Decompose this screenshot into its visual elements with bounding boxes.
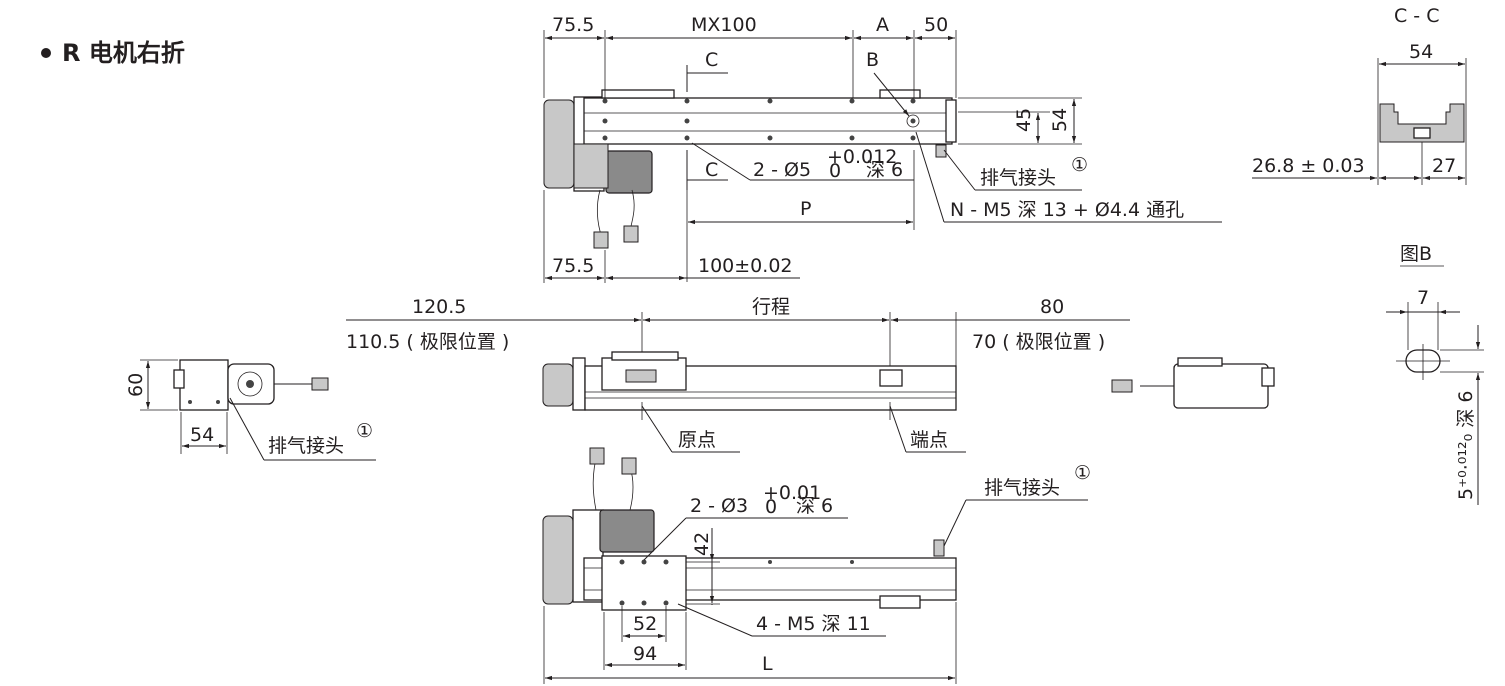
cc-dim-26-8: 26.8 ± 0.03: [1252, 155, 1365, 177]
section-mark-c-bottom: C: [705, 159, 718, 181]
bottom-view: 2 - Ø3 +0.01 0 深 6 排气接头 ① 42 52 94 4 - M…: [542, 447, 1091, 684]
hole-spec-5-tol-zero: 0: [829, 160, 841, 182]
dim-45: 45: [1013, 108, 1035, 132]
exhaust-label-bottom: 排气接头: [984, 477, 1060, 499]
figb-title: 图B: [1400, 243, 1432, 265]
dim-70: 70 ( 极限位置 ): [972, 331, 1105, 353]
folded-motor-top: [605, 150, 653, 194]
figb-depth: 5⁺⁰·⁰¹²₀ 深 6: [1455, 391, 1477, 500]
dim-120-5: 120.5: [412, 296, 466, 318]
dim-110-5: 110.5 ( 极限位置 ): [346, 331, 509, 353]
hole-spec-3-tol-plus: +0.01: [763, 482, 821, 504]
section-mark-c-top: C: [705, 49, 718, 71]
exhaust-label-top: 排气接头: [980, 167, 1056, 189]
exhaust-top-circled-one: ①: [1071, 154, 1088, 176]
exhaust-left-circled-one: ①: [356, 420, 373, 442]
label-origin: 原点: [678, 429, 716, 451]
exhaust-label-left: 排气接头: [268, 435, 344, 457]
page-title: R 电机右折: [62, 39, 185, 67]
figb-dim-7: 7: [1417, 287, 1429, 309]
label-b: B: [866, 49, 879, 71]
hole-spec-5-prefix: 2 - Ø5: [753, 159, 811, 181]
dim-42: 42: [691, 532, 713, 556]
dim-p: P: [800, 198, 811, 220]
hole-spec-3-suffix: 深 6: [796, 495, 833, 517]
m5-11-spec: 4 - M5 深 11: [756, 613, 871, 635]
dim-stroke: 行程: [752, 296, 790, 318]
dim-52: 52: [633, 613, 657, 635]
side-view: 120.5 110.5 ( 极限位置 ) 行程 80 70 ( 极限位置 ) 原…: [346, 296, 1130, 453]
n-m5-spec: N - M5 深 13 + Ø4.4 通孔: [950, 199, 1184, 221]
title-bullet: [41, 48, 51, 58]
dim-100: 100±0.02: [698, 255, 793, 277]
dim-54-side: 54: [1049, 108, 1071, 132]
dim-a: A: [876, 14, 889, 36]
label-end-point: 端点: [910, 429, 948, 451]
exhaust-fitting-top: [935, 144, 947, 158]
section-cc-title: C - C: [1394, 5, 1439, 27]
cc-profile: [1379, 103, 1465, 143]
end-dim-60: 60: [125, 373, 147, 397]
figure-b: 图B 7 5⁺⁰·⁰¹²₀ 深 6: [1386, 243, 1484, 505]
hole-spec-5-tol-plus: +0.012: [827, 146, 897, 168]
hole-spec-3-prefix: 2 - Ø3: [690, 495, 748, 517]
left-end-view: 60 54 排气接头 ①: [125, 359, 376, 461]
hole-spec-3-tol-zero: 0: [765, 496, 777, 518]
motor-body-top: [543, 99, 575, 189]
actuator-body-top: [583, 97, 953, 145]
cc-dim-54: 54: [1409, 41, 1433, 63]
end-dim-54: 54: [190, 424, 214, 446]
dim-75-5-bottom: 75.5: [552, 255, 594, 277]
dim-75-5-top: 75.5: [552, 14, 594, 36]
dim-80: 80: [1040, 296, 1064, 318]
exhaust-bottom-circled-one: ①: [1074, 462, 1091, 484]
top-view: [543, 89, 957, 249]
dim-l: L: [762, 653, 773, 675]
end-cap-top: [945, 99, 957, 143]
cc-dim-27: 27: [1432, 155, 1456, 177]
hole-spec-5-suffix: 深 6: [866, 159, 903, 181]
dim-mx100: MX100: [691, 14, 757, 36]
right-end-view: [1111, 357, 1275, 409]
dim-50: 50: [924, 14, 948, 36]
dim-94: 94: [633, 643, 657, 665]
top-dimensions: 75.5 MX100 A 50 C B 45 54 C 2 - Ø5 +0.01…: [543, 14, 1222, 283]
section-cc: C - C 54 26.8 ± 0.03 27: [1252, 5, 1467, 185]
